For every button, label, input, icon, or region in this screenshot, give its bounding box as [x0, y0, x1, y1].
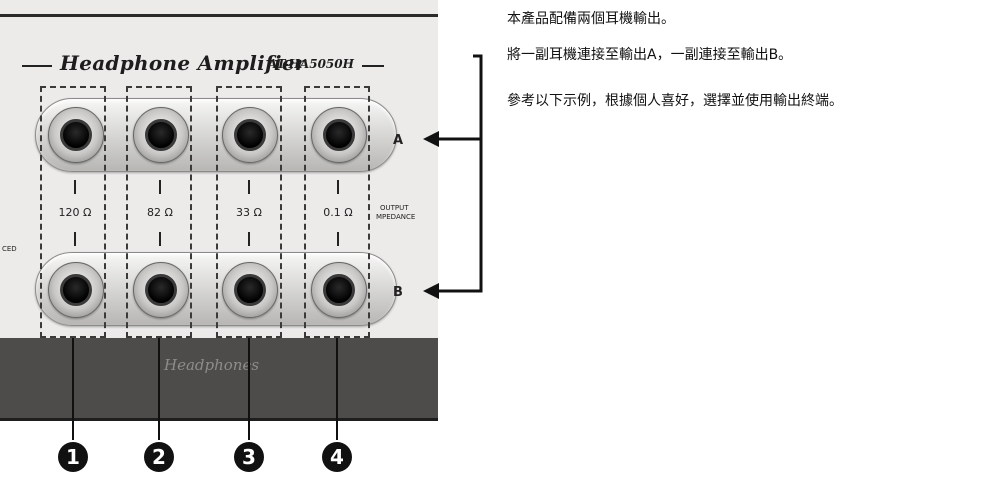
tick-bottom-3 [248, 232, 250, 246]
impedance-label-2: 82 Ω [147, 206, 173, 219]
jack-b-3[interactable] [222, 262, 278, 318]
panel-bottom-edge [0, 418, 438, 421]
note-line-1: 本產品配備兩個耳機輸出。 [507, 11, 675, 27]
jack-a-2[interactable] [133, 107, 189, 163]
selection-box-1 [40, 86, 106, 338]
jack-b-2[interactable] [133, 262, 189, 318]
model-label: AT-HA5050H [268, 57, 354, 71]
number-badge-4: 4 [322, 442, 352, 472]
jack-a-1[interactable] [48, 107, 104, 163]
bracket-line [461, 54, 483, 293]
selection-box-4 [304, 86, 370, 338]
selection-box-2 [126, 86, 192, 338]
jack-a-4[interactable] [311, 107, 367, 163]
tick-bottom-2 [159, 232, 161, 246]
leader-line-2 [158, 338, 160, 440]
arrow-b-head [423, 283, 439, 299]
row-label-a: A [393, 133, 404, 148]
leader-line-3 [248, 338, 250, 440]
leader-line-1 [72, 338, 74, 440]
note-line-3: 參考以下示例，根據個人喜好，選擇並使用輸出終端。 [507, 93, 843, 109]
tick-top-1 [74, 180, 76, 194]
impedance-label-3: 33 Ω [236, 206, 262, 219]
arrow-a-head [423, 131, 439, 147]
jack-b-1[interactable] [48, 262, 104, 318]
leader-line-4 [336, 338, 338, 440]
selection-box-3 [216, 86, 282, 338]
tick-bottom-4 [337, 232, 339, 246]
impedance-label-1: 120 Ω [58, 206, 92, 219]
panel-top-edge [0, 14, 438, 17]
row-label-b: B [393, 285, 403, 300]
output-impedance-label-2: MPEDANCE [376, 213, 416, 221]
tick-top-3 [248, 180, 250, 194]
number-badge-1: 1 [58, 442, 88, 472]
panel-title: Headphone Amplifier [60, 51, 306, 75]
output-bracket-arrows [423, 54, 483, 299]
tick-top-2 [159, 180, 161, 194]
title-rule-left [22, 65, 52, 67]
left-edge-label: CED [2, 245, 17, 253]
brand-text: Headphones [164, 356, 260, 374]
jack-a-3[interactable] [222, 107, 278, 163]
title-rule-right [362, 65, 384, 67]
panel-bottom-band [0, 338, 438, 418]
number-badge-2: 2 [144, 442, 174, 472]
jack-b-4[interactable] [311, 262, 367, 318]
number-badge-3: 3 [234, 442, 264, 472]
note-line-2: 將一副耳機連接至輸出A，一副連接至輸出B。 [507, 47, 793, 63]
impedance-label-4: 0.1 Ω [323, 206, 353, 219]
tick-bottom-1 [74, 232, 76, 246]
output-impedance-label-1: OUTPUT [380, 204, 409, 212]
tick-top-4 [337, 180, 339, 194]
